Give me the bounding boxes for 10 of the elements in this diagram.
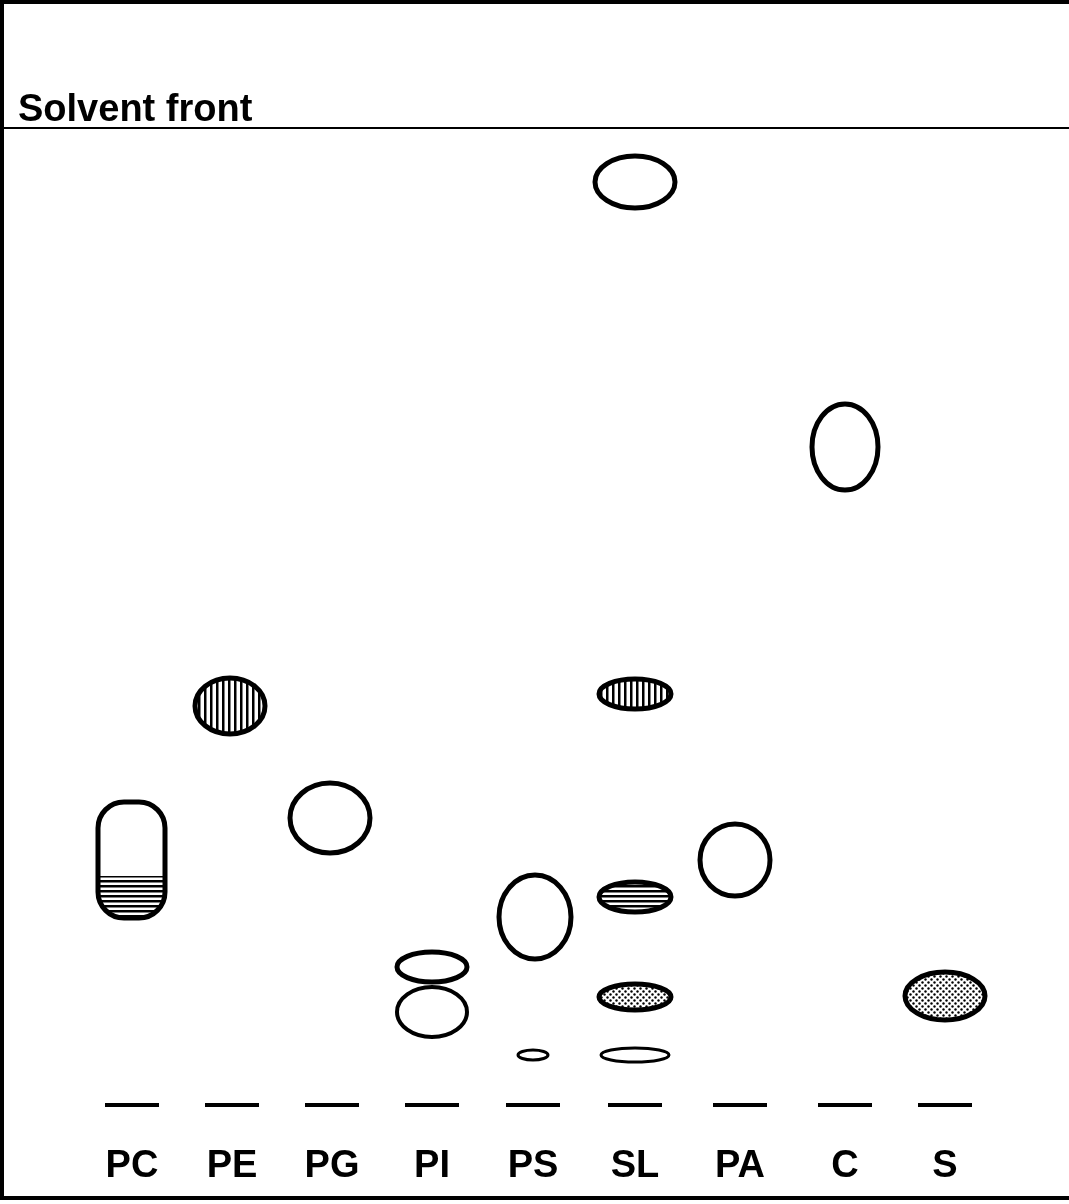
lane-label: PS [507,1144,559,1184]
lane-label: PE [206,1144,258,1184]
lane-label: PG [304,1144,360,1184]
lane-label: C [831,1144,859,1184]
lane-label: PA [715,1144,765,1184]
lane-label: SL [610,1144,660,1184]
lane-label: PI [414,1144,450,1184]
lane-label: S [932,1144,958,1184]
solvent-front-label: Solvent front [18,88,253,128]
lane-label: PC [105,1144,159,1184]
